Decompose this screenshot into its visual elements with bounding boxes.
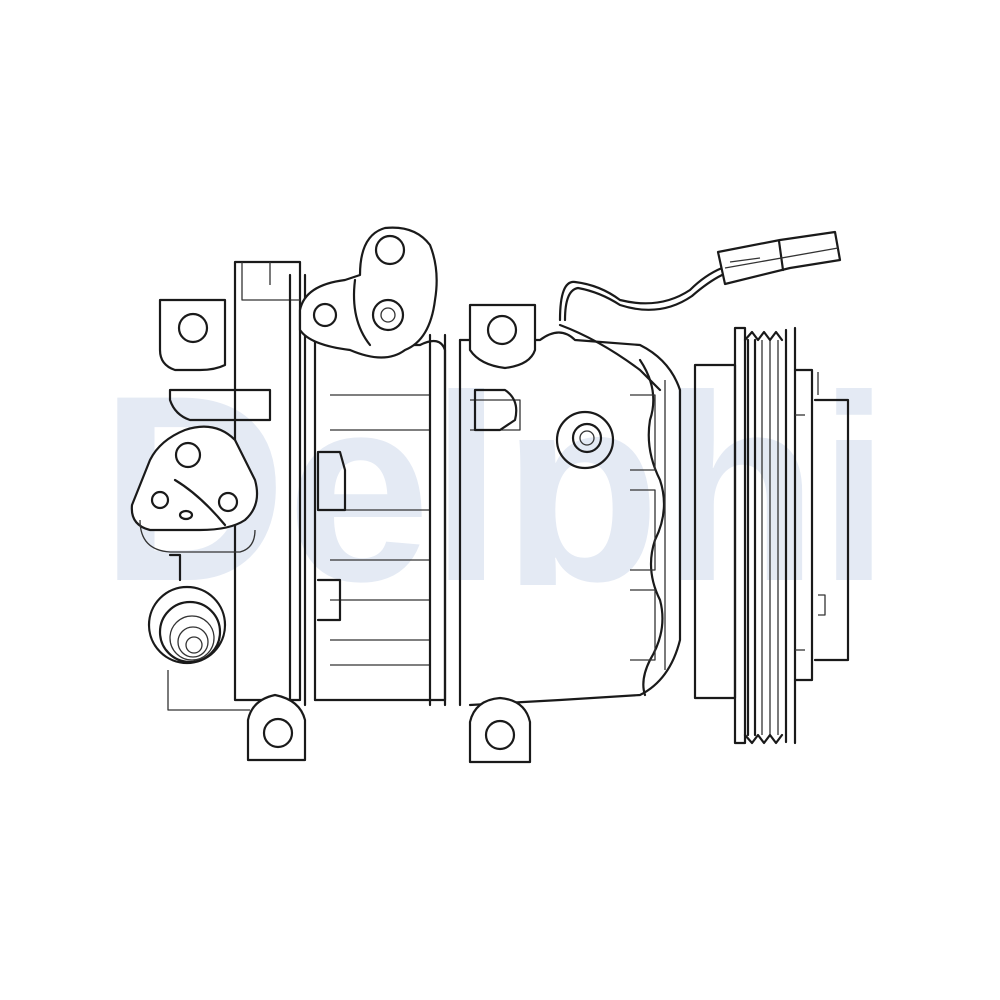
compressor-body [233,260,682,707]
connector-wire [558,266,724,392]
port-thread-coil [147,553,250,711]
clutch-pulley [693,326,850,745]
mount-lug-bottom-left [246,693,307,762]
mount-lug-bottom-right [468,696,532,764]
mount-lug-top-left [158,298,227,372]
refrigerant-port-side [130,388,272,553]
refrigerant-port-top [298,226,438,359]
electrical-connector [716,230,842,286]
mount-lug-top-right [468,303,537,370]
